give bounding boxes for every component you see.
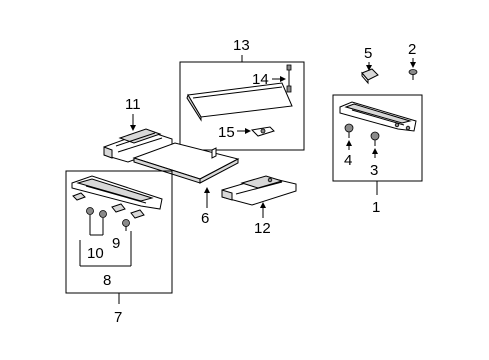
callout-14: 14 [252,71,269,88]
leader-10-bracket [89,215,104,236]
screw [408,69,418,80]
callout-2: 2 [408,41,416,58]
callout-7: 7 [114,309,122,326]
cargo-cover-panel [186,82,293,122]
trim-clip-mid [111,203,126,213]
rear-sill-plate [339,101,417,132]
callout-5: 5 [364,45,372,62]
cover-clip [250,126,275,137]
retainer-clip [361,68,379,85]
callout-3: 3 [370,162,378,179]
callout-6: 6 [201,210,209,227]
cover-stud [286,64,292,93]
trim-panel [71,175,163,210]
group-box-1 [332,94,423,195]
callout-13: 13 [233,37,250,54]
push-pin-10a [86,207,94,215]
callout-15: 15 [218,124,235,141]
push-pin-4 [344,123,354,138]
right-bracket [221,175,297,206]
push-pin-9 [122,219,130,231]
trim-clip-right [130,209,145,219]
leader-8-bracket [79,231,132,267]
callout-12: 12 [254,220,271,237]
callout-8: 8 [103,272,111,289]
callout-10: 10 [87,245,104,262]
callout-4: 4 [344,152,352,169]
group-box-13 [179,55,305,151]
group-box-7 [65,170,173,304]
push-pin-3 [370,131,380,146]
left-bracket [103,128,173,163]
trim-clip-left [72,192,86,201]
callout-1: 1 [372,199,380,216]
callout-11: 11 [125,96,141,113]
push-pin-10b [99,210,107,218]
callout-9: 9 [112,235,120,252]
